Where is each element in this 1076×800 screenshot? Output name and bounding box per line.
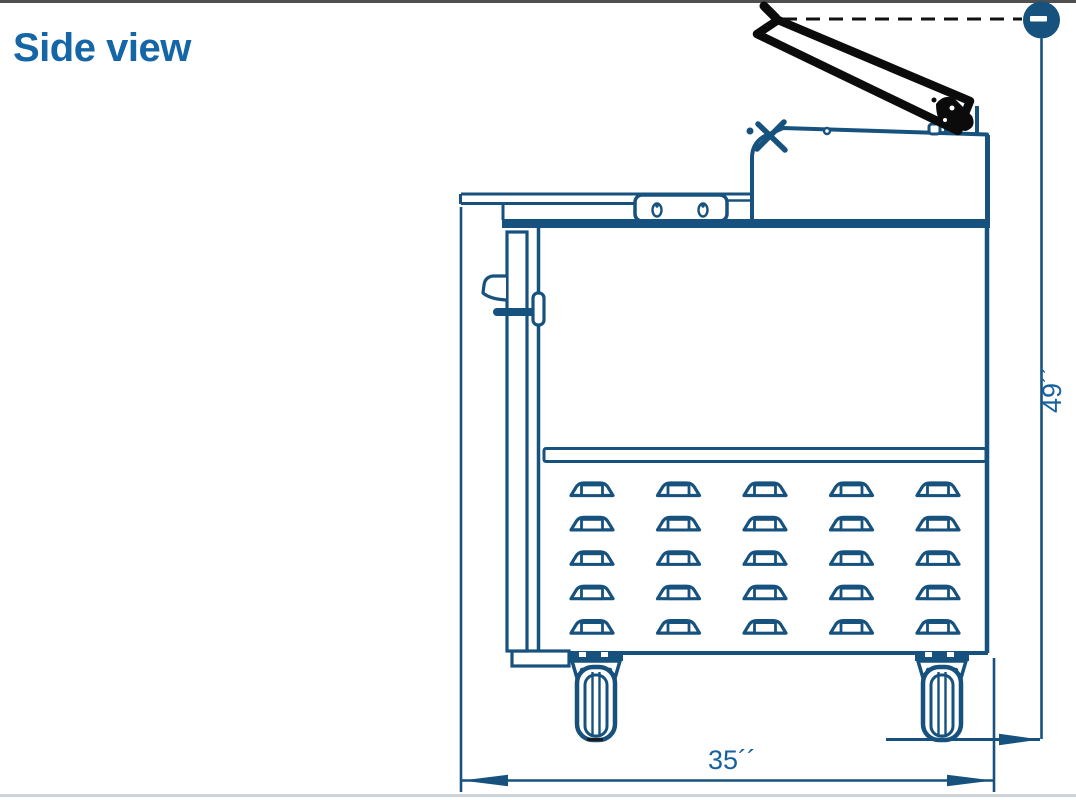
louver-vent-icon bbox=[744, 552, 786, 565]
top-border-line bbox=[0, 0, 1076, 3]
bottom-border-line bbox=[0, 794, 1076, 797]
louver-vent-icon bbox=[744, 483, 786, 496]
louver-vent-icon bbox=[571, 621, 613, 634]
front-divider-band bbox=[544, 449, 986, 462]
louver-vent-icon bbox=[571, 483, 613, 496]
control-box bbox=[635, 195, 727, 221]
caster-left bbox=[569, 652, 623, 740]
louver-vent-icon bbox=[571, 552, 613, 565]
louver-vent-icon bbox=[658, 552, 700, 565]
caster-right bbox=[915, 652, 969, 740]
door-bottom-step bbox=[512, 651, 569, 666]
louver-vent-icon bbox=[744, 621, 786, 634]
height-reference bbox=[783, 2, 1060, 39]
louver-vent-icon bbox=[658, 621, 700, 634]
width-arrow-left bbox=[462, 775, 508, 787]
height-dimension-label: 49´´ bbox=[1037, 365, 1067, 413]
height-marker-circle bbox=[1023, 2, 1060, 39]
louver-vent-icon bbox=[831, 586, 873, 599]
door-latch bbox=[533, 293, 544, 325]
louver-vent-icon bbox=[831, 517, 873, 530]
width-dimension-label: 35´´ bbox=[708, 745, 756, 775]
louver-vent-icon bbox=[831, 621, 873, 634]
louver-vents bbox=[571, 483, 959, 633]
louver-vent-icon bbox=[744, 586, 786, 599]
louver-vent-icon bbox=[658, 483, 700, 496]
width-arrow-right bbox=[947, 775, 993, 787]
louver-vent-icon bbox=[831, 483, 873, 496]
louver-vent-icon bbox=[744, 517, 786, 530]
louver-vent-icon bbox=[917, 586, 959, 599]
louver-vent-icon bbox=[917, 483, 959, 496]
height-arrow bbox=[999, 734, 1040, 746]
minus-dash-icon bbox=[1030, 16, 1047, 22]
lid-handle bbox=[764, 6, 776, 18]
louver-vent-icon bbox=[917, 517, 959, 530]
louver-vent-icon bbox=[917, 621, 959, 634]
louver-vent-icon bbox=[571, 517, 613, 530]
louver-vent-icon bbox=[658, 517, 700, 530]
louver-vent-icon bbox=[571, 586, 613, 599]
door-panel bbox=[483, 232, 544, 651]
louver-vent-icon bbox=[831, 552, 873, 565]
lid-open bbox=[757, 6, 974, 131]
casters bbox=[569, 652, 969, 740]
louver-vent-icon bbox=[917, 552, 959, 565]
louver-vent-icon bbox=[658, 586, 700, 599]
